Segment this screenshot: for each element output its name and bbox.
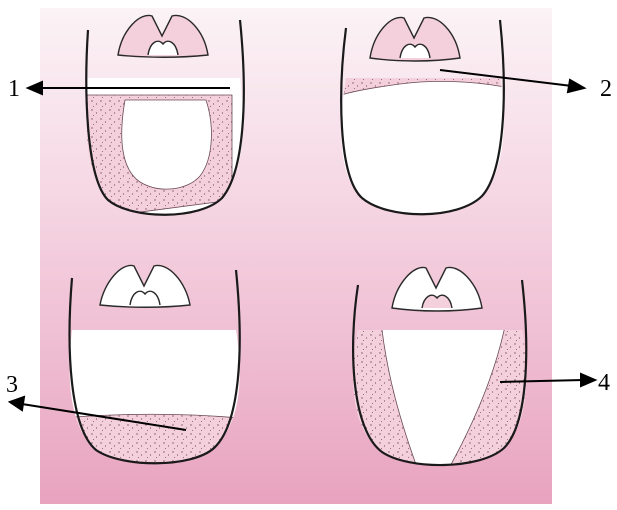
label-4: 4 [598,370,610,396]
label-3: 3 [6,372,18,398]
label-1: 1 [8,76,20,102]
label-2: 2 [600,76,612,102]
